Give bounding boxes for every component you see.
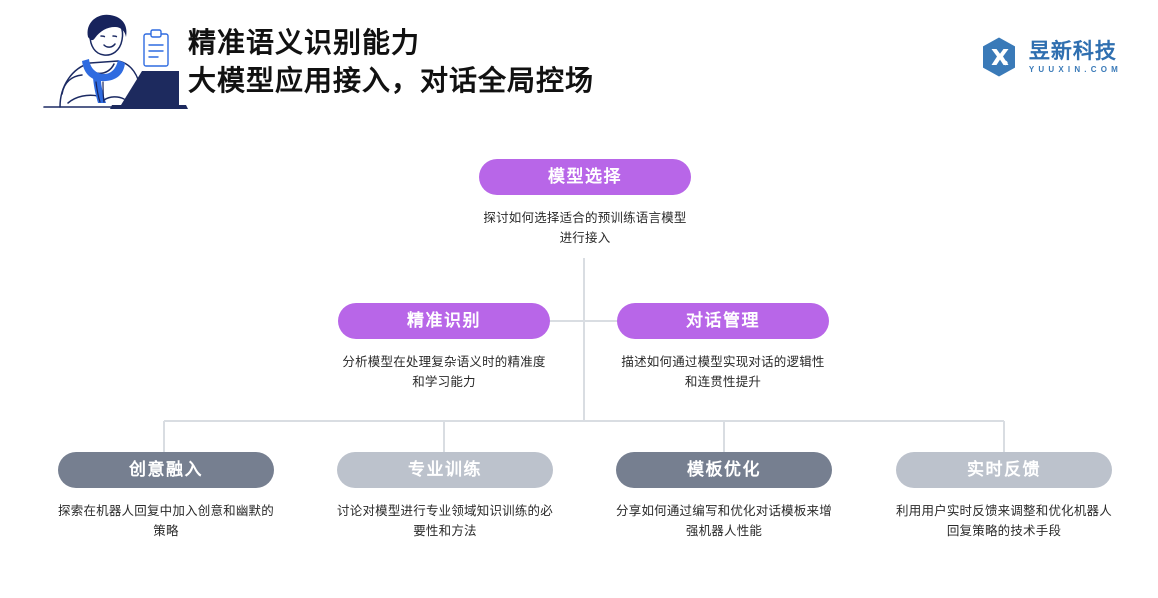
node-template-optimization-desc: 分享如何通过编写和优化对话模板来增强机器人性能: [616, 504, 832, 538]
node-realtime-feedback[interactable]: 实时反馈 利用用户实时反馈来调整和优化机器人回复策略的技术手段: [896, 452, 1112, 541]
brand-name: 昱新科技: [1028, 39, 1117, 63]
page-title-line-1: 精准语义识别能力: [188, 27, 421, 58]
node-realtime-feedback-label[interactable]: 实时反馈: [896, 452, 1112, 488]
document-icon: [143, 29, 169, 67]
node-model-selection-label[interactable]: 模型选择: [479, 159, 691, 195]
node-creative-integration-label[interactable]: 创意融入: [58, 452, 274, 488]
node-precise-recognition-label[interactable]: 精准识别: [338, 303, 550, 339]
node-precise-recognition[interactable]: 精准识别 分析模型在处理复杂语义时的精准度和学习能力: [338, 303, 550, 392]
node-realtime-feedback-desc: 利用用户实时反馈来调整和优化机器人回复策略的技术手段: [896, 504, 1112, 538]
page-title-line-2: 大模型应用接入，对话全局控场: [188, 65, 595, 96]
node-model-selection[interactable]: 模型选择 探讨如何选择适合的预训练语言模型进行接入: [479, 159, 691, 248]
node-template-optimization-label[interactable]: 模板优化: [616, 452, 832, 488]
brand-logo[interactable]: 昱新科技 YUUXIN.COM: [978, 36, 1122, 78]
node-dialog-management-desc: 描述如何通过模型实现对话的逻辑性和连贯性提升: [621, 355, 825, 389]
node-professional-training[interactable]: 专业训练 讨论对模型进行专业领域知识训练的必要性和方法: [337, 452, 553, 541]
node-creative-integration-desc: 探索在机器人回复中加入创意和幽默的策略: [58, 504, 274, 538]
node-creative-integration[interactable]: 创意融入 探索在机器人回复中加入创意和幽默的策略: [58, 452, 274, 541]
node-professional-training-desc: 讨论对模型进行专业领域知识训练的必要性和方法: [337, 504, 553, 538]
page-header: 精准语义识别能力 大模型应用接入，对话全局控场 昱新科技 YUUXIN.COM: [0, 0, 1158, 125]
node-dialog-management-label[interactable]: 对话管理: [617, 303, 829, 339]
hexagon-x-logo-icon: [978, 36, 1020, 78]
org-chart-diagram: 模型选择 探讨如何选择适合的预训练语言模型进行接入 精准识别 分析模型在处理复杂…: [0, 125, 1158, 598]
node-template-optimization[interactable]: 模板优化 分享如何通过编写和优化对话模板来增强机器人性能: [616, 452, 832, 541]
person-with-laptop-illustration: [38, 8, 190, 116]
node-professional-training-label[interactable]: 专业训练: [337, 452, 553, 488]
brand-text: 昱新科技 YUUXIN.COM: [1029, 41, 1122, 74]
node-precise-recognition-desc: 分析模型在处理复杂语义时的精准度和学习能力: [342, 355, 546, 389]
node-model-selection-desc: 探讨如何选择适合的预训练语言模型进行接入: [483, 211, 687, 245]
node-dialog-management[interactable]: 对话管理 描述如何通过模型实现对话的逻辑性和连贯性提升: [617, 303, 829, 392]
brand-domain: YUUXIN.COM: [1028, 64, 1122, 74]
page-title: 精准语义识别能力 大模型应用接入，对话全局控场: [188, 24, 808, 100]
